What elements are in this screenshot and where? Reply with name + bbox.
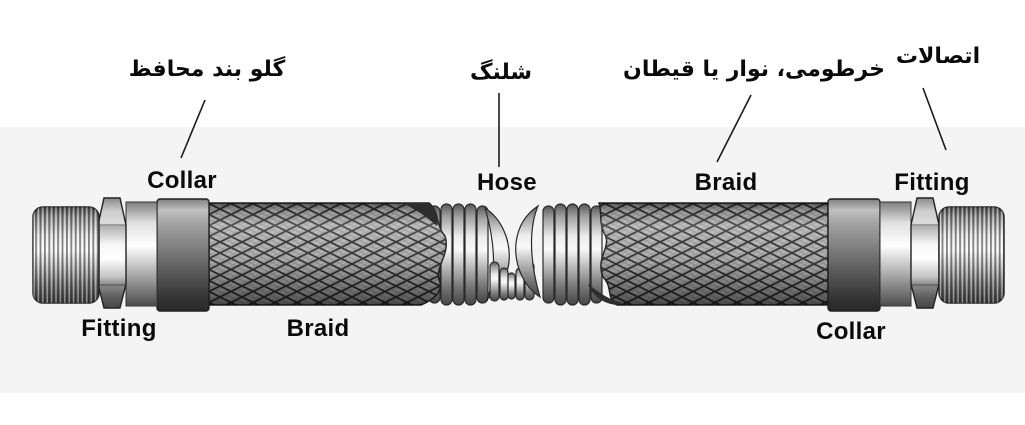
label-fittings-fa: اتصالات	[895, 44, 981, 69]
right-braid	[588, 202, 829, 306]
left-thread-fitting	[32, 206, 100, 304]
braid-curl	[588, 284, 622, 305]
right-collar	[827, 198, 881, 312]
left-hex-nut	[97, 197, 127, 309]
leader-fittings-fa	[922, 87, 947, 151]
leader-lines	[180, 87, 947, 167]
left-braid	[208, 202, 447, 306]
label-braid-fa: خرطومی، نوار یا قیطان	[623, 57, 885, 82]
label-braid-right: Braid	[694, 169, 758, 196]
right-hex-nut	[910, 197, 940, 309]
label-collar-left: Collar	[147, 167, 217, 194]
leader-braid-fa	[716, 94, 752, 163]
label-hose-en: Hose	[477, 169, 537, 196]
leader-collar-fa	[180, 99, 206, 159]
right-corrugated-hose	[515, 203, 603, 306]
label-fitting-left: Fitting	[81, 315, 157, 342]
label-braid-left: Braid	[286, 315, 350, 342]
left-sleeve	[125, 201, 158, 307]
label-fitting-right: Fitting	[894, 169, 970, 196]
right-sleeve	[879, 201, 912, 307]
left-collar	[156, 198, 210, 312]
right-thread-fitting	[938, 206, 1005, 304]
label-hose-fa: شلنگ	[469, 60, 533, 85]
label-collar-right: Collar	[816, 318, 886, 345]
braid-curl	[402, 203, 439, 226]
label-collar-fa: گلو بند محافظ	[128, 57, 286, 82]
